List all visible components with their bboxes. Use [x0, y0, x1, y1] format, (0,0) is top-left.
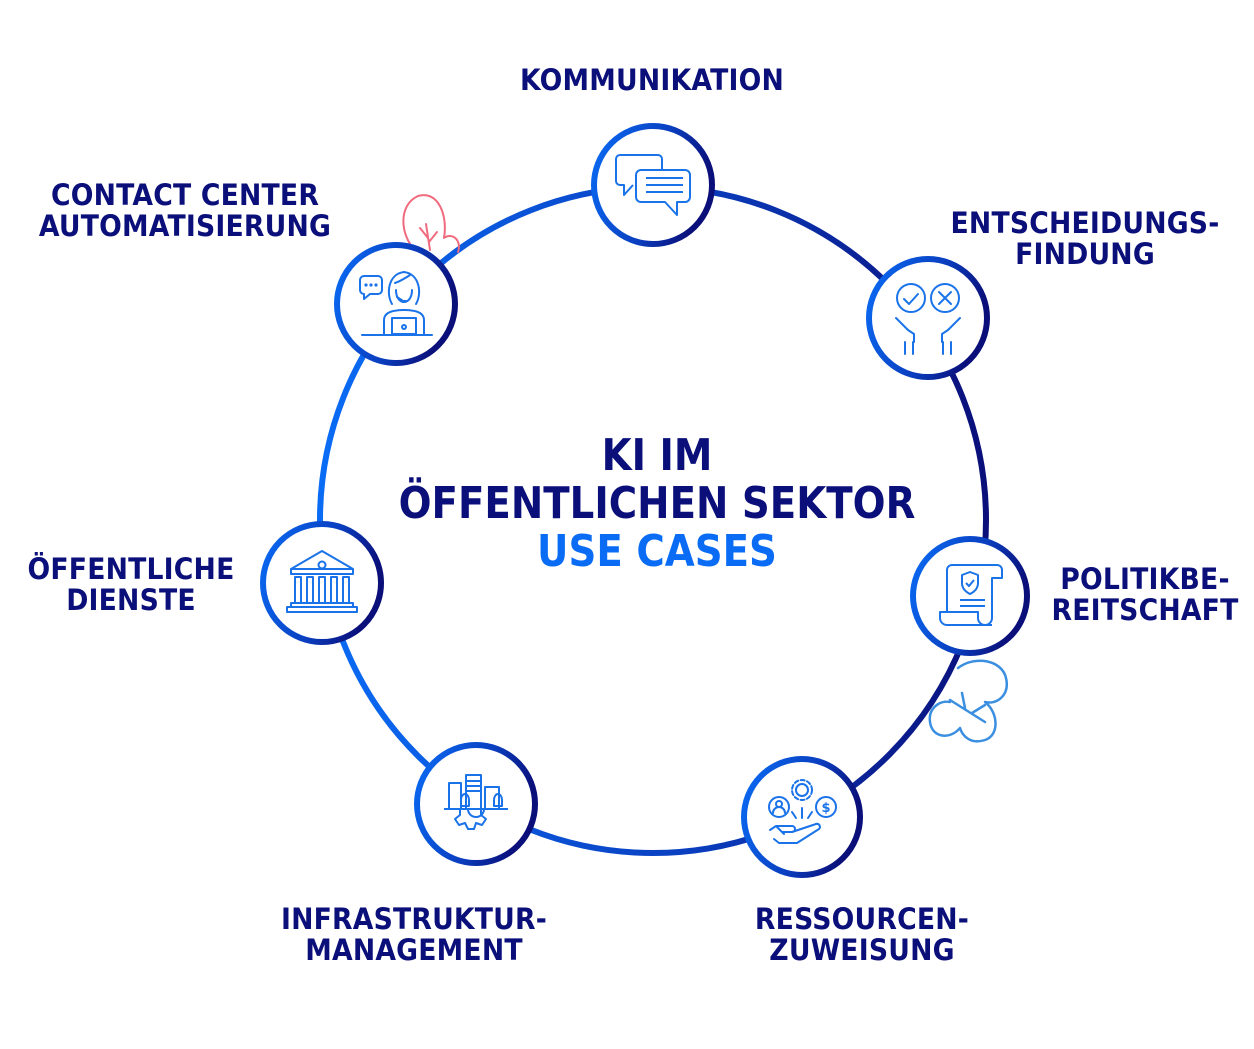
label-contact-center: CONTACT CENTER AUTOMATISIERUNG: [24, 180, 346, 242]
node-oeffentliche-dienste[interactable]: [260, 521, 384, 645]
label-kommunikation: KOMMUNIKATION: [505, 65, 799, 96]
label-politikbereitschaft: POLITIKBE- REITSCHAFT: [1039, 564, 1251, 626]
policy-document-icon: [939, 564, 1003, 626]
label-line: INFRASTRUKTUR-: [280, 902, 548, 936]
title-line-2: ÖFFENTLICHEN SEKTOR: [398, 478, 916, 529]
label-line: MANAGEMENT: [305, 933, 523, 967]
title-line-1: KI IM: [601, 430, 713, 481]
call-center-agent-icon: [359, 271, 433, 336]
svg-text:$: $: [821, 801, 830, 816]
label-line: CONTACT CENTER: [50, 178, 320, 212]
label-ressourcenzuweisung: RESSOURCEN- ZUWEISUNG: [724, 904, 1000, 966]
center-title: KI IM ÖFFENTLICHEN SEKTOR USE CASES: [327, 432, 987, 576]
node-infrastrukturmanagement[interactable]: [414, 742, 538, 866]
label-line: ZUWEISUNG: [769, 933, 955, 967]
node-contact-center[interactable]: [334, 242, 458, 366]
label-line: POLITIKBE-: [1060, 562, 1230, 596]
label-line: KOMMUNIKATION: [520, 63, 784, 97]
red-leaf-decoration: [402, 194, 460, 253]
blue-leaf-decoration: [928, 659, 1008, 743]
node-politikbereitschaft[interactable]: [910, 536, 1030, 656]
node-ressourcenzuweisung[interactable]: $: [741, 756, 863, 878]
title-line-3: USE CASES: [537, 526, 777, 577]
label-line: ENTSCHEIDUNGS-: [950, 206, 1220, 240]
label-line: ÖFFENTLICHE: [27, 552, 235, 586]
label-line: AUTOMATISIERUNG: [38, 209, 332, 243]
label-line: DIENSTE: [66, 583, 196, 617]
node-kommunikation[interactable]: [591, 123, 715, 247]
label-line: FINDUNG: [1015, 237, 1155, 271]
label-line: RESSOURCEN-: [754, 902, 970, 936]
label-oeffentliche-dienste: ÖFFENTLICHE DIENSTE: [10, 554, 251, 616]
label-entscheidungsfindung: ENTSCHEIDUNGS- FINDUNG: [933, 208, 1237, 270]
resource-allocation-icon: $: [768, 779, 837, 844]
city-gear-icon: [444, 774, 508, 830]
label-infrastrukturmanagement: INFRASTRUKTUR- MANAGEMENT: [258, 904, 571, 966]
decision-hands-icon: [895, 283, 961, 355]
government-building-icon: [286, 550, 358, 613]
label-line: REITSCHAFT: [1051, 593, 1239, 627]
chat-bubbles-icon: [615, 154, 691, 216]
node-entscheidungsfindung[interactable]: [866, 256, 990, 380]
